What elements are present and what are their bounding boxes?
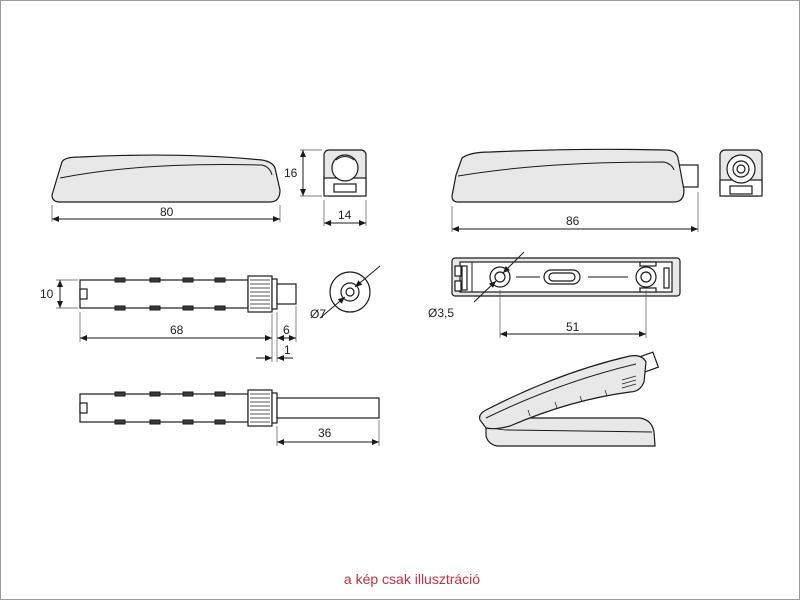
dim-label-dia-3-5: Ø3,5 xyxy=(428,306,454,320)
housing-end-view-left xyxy=(323,149,367,197)
dim-label-6: 6 xyxy=(283,323,290,337)
dim-label-1: 1 xyxy=(284,343,291,357)
damper-cartridge-retracted xyxy=(79,275,297,313)
dim-label-16: 16 xyxy=(284,166,298,180)
dim-line-dia-7 xyxy=(319,296,346,319)
dim-label-68: 68 xyxy=(170,323,184,337)
perspective-open-view xyxy=(479,351,660,447)
cartridge-end-view xyxy=(329,271,371,313)
dim-label-51: 51 xyxy=(566,320,580,334)
dim-label-dia-7: Ø7 xyxy=(310,307,326,321)
dim-label-86: 86 xyxy=(566,214,580,228)
dim-line-dia-3-5 xyxy=(502,251,525,274)
housing-end-view-right xyxy=(719,149,763,197)
damper-cartridge-extended xyxy=(79,389,380,427)
dim-label-80: 80 xyxy=(160,205,174,219)
dim-label-36: 36 xyxy=(318,426,332,440)
illustration-caption: a kép csak illusztráció xyxy=(344,571,480,587)
dim-label-10: 10 xyxy=(40,287,54,301)
dim-label-14: 14 xyxy=(338,208,352,222)
housing-side-view-right xyxy=(451,148,699,203)
housing-side-view-left xyxy=(51,154,281,203)
